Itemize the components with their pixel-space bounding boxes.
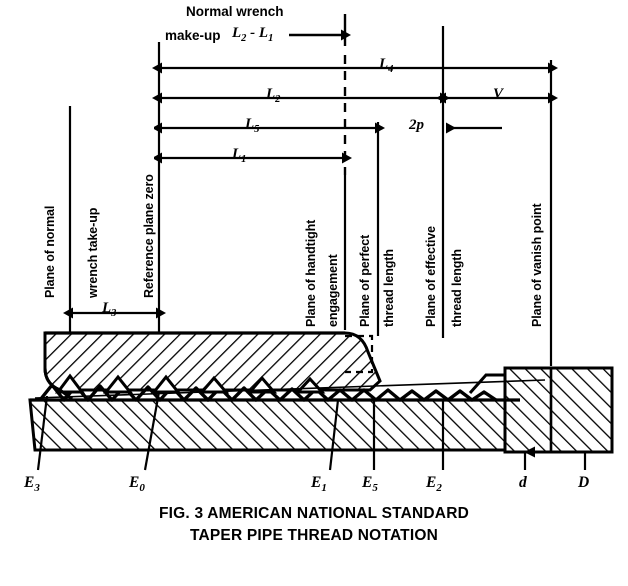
- label-area-mask-mid2: [350, 180, 376, 330]
- point-label-E2: E2: [426, 474, 442, 495]
- point-label-E0: E0: [129, 474, 145, 495]
- label-area-mask-right: [447, 170, 547, 330]
- dimension-label-L2: L2: [266, 86, 281, 105]
- figure-caption-line2: TAPER PIPE THREAD NOTATION: [189, 527, 439, 544]
- dimension-lines: [63, 62, 558, 319]
- dimension-label-V: V: [493, 86, 504, 102]
- plane-label-normal-wrench-line1: Plane of normal: [43, 205, 57, 298]
- plane-label-reference-plane-zero: Reference plane zero: [142, 174, 156, 298]
- fitting-left-chamfer: [43, 333, 73, 401]
- point-label-D: D: [578, 474, 590, 491]
- label-area-mask-left: [76, 108, 154, 304]
- point-label-E1: E1: [311, 474, 327, 495]
- normal-wrench-makeup-symbol: L2 - L1: [232, 25, 274, 44]
- taper-reference-line: [34, 379, 546, 399]
- plane-label-vanish-point: Plane of vanish point: [530, 203, 544, 327]
- label-area-mask-mid3: [382, 180, 440, 332]
- dimension-label-L5: L5: [245, 116, 260, 135]
- vanish-shoulder-path: [468, 366, 612, 394]
- plane-label-effective-thread-line2: thread length: [450, 249, 464, 327]
- plane-label-perfect-thread-line1: Plane of perfect: [358, 234, 372, 327]
- point-leader-lines: [36, 391, 587, 471]
- dimension-label-2p: 2p: [409, 117, 424, 133]
- dimension-label-L4: L4: [379, 56, 394, 75]
- plane-label-handtight-line2: engagement: [326, 254, 340, 327]
- point-label-d: d: [519, 474, 527, 491]
- thread-vanish-shoulder: [468, 366, 612, 394]
- figure-caption-line1: FIG. 3 AMERICAN NATIONAL STANDARD: [159, 505, 469, 522]
- plane-label-normal-wrench-line2: wrench take-up: [86, 207, 100, 298]
- label-area-mask-mid: [286, 178, 342, 328]
- normal-wrench-makeup-line1: Normal wrench: [186, 4, 284, 19]
- perfect-thread-detail-box: [345, 334, 374, 374]
- plane-label-perfect-thread-line2: thread length: [382, 249, 396, 327]
- plane-label-handtight-line1: Plane of handtight: [304, 219, 318, 327]
- plane-extension-lines: [68, 14, 553, 366]
- leader-E0: [143, 391, 161, 471]
- plane-label-effective-thread-line1: Plane of effective: [424, 225, 438, 327]
- dimension-label-L3: L3: [102, 300, 117, 319]
- leader-E3: [36, 395, 49, 471]
- dimension-label-L1: L1: [232, 146, 247, 165]
- normal-wrench-makeup-line2: make-up: [165, 28, 221, 43]
- leader-E1: [328, 399, 340, 471]
- point-label-E3: E3: [24, 474, 40, 495]
- point-label-E5: E5: [362, 474, 378, 495]
